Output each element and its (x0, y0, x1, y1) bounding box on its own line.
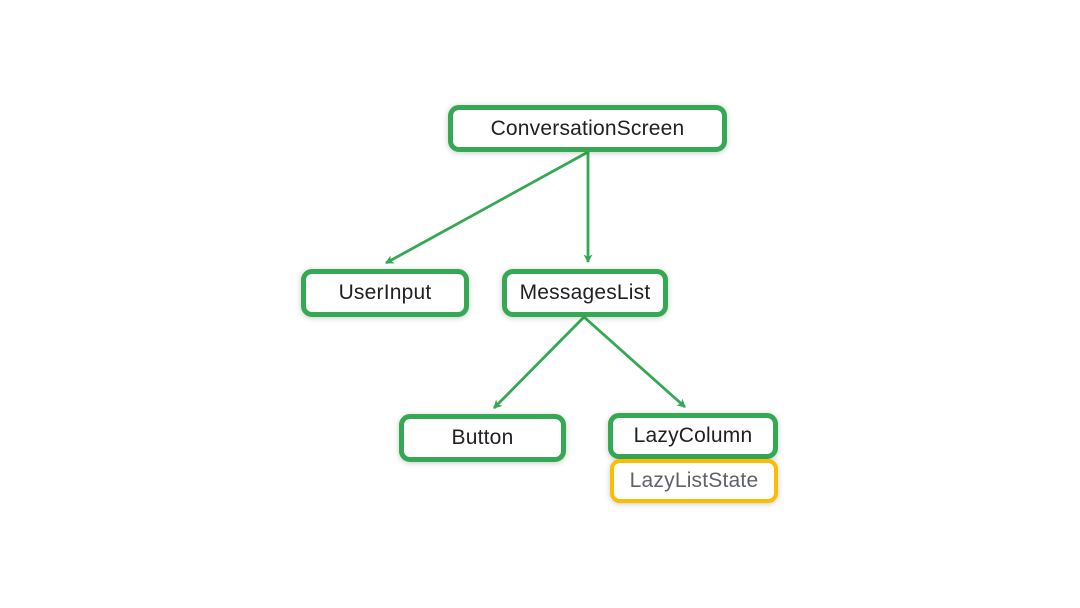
node-lazyliststate: LazyListState (610, 459, 778, 503)
node-button: Button (399, 414, 566, 462)
node-label: Button (451, 426, 514, 449)
node-lazycolumn: LazyColumn (608, 413, 778, 459)
edge-messageslist-lazycolumn (583, 315, 686, 409)
node-label: UserInput (338, 281, 432, 304)
node-messageslist: MessagesList (502, 269, 668, 317)
node-conversationscreen: ConversationScreen (448, 105, 727, 152)
edge-conversationscreen-userinput (385, 150, 589, 265)
node-userinput: UserInput (301, 269, 469, 317)
node-label: LazyColumn (633, 424, 753, 447)
edge-messageslist-button (493, 316, 585, 409)
node-label: LazyListState (629, 469, 759, 492)
node-label: ConversationScreen (490, 116, 685, 140)
node-label: MessagesList (519, 281, 651, 304)
